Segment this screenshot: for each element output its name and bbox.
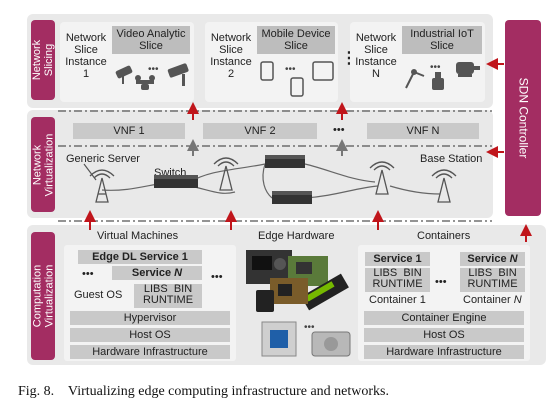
generic-server-label: Generic Server [66,153,140,165]
vnf-1: VNF 1 [73,123,185,139]
cell-tower-icon-2 [369,161,395,195]
container-1-label: Container 1 [369,294,426,306]
edge-hardware-label: Edge Hardware [258,230,335,242]
vnf-ellipsis: ••• [333,124,345,136]
cpu-chip-icon [261,321,297,357]
cctv-camera-icon [115,65,133,84]
slice-title-industrial-iot: Industrial IoT Slice [402,26,482,54]
gpu-card-icon [301,273,349,311]
base-station-label: Base Station [420,153,483,165]
hypervisor-box: Hypervisor [70,311,230,325]
sdn-controller-band: SDN Controller [505,20,541,216]
industrial-iot-icons: ••• [405,62,480,90]
container-engine-box: Container Engine [364,311,524,325]
container-host-os-box: Host OS [364,328,524,342]
usb-accelerator-icon [256,290,274,312]
hardware-ellipsis: ••• [304,322,315,333]
surveillance-camera-icon [167,63,189,86]
slice1-ellipsis: ••• [148,64,159,75]
slice-instance-2-label: Network Slice Instance 2 [210,32,252,80]
network-slicing-band: Network Slicing [31,20,55,100]
switch-icon [154,175,198,188]
vm-host-os-box: Host OS [70,328,230,342]
container-hardware-box: Hardware Infrastructure [364,345,524,359]
svg-text:•••: ••• [285,64,296,75]
phone-icon [260,61,274,81]
vm-service-1: Edge DL Service 1 [78,250,202,264]
fpga-board-icon [270,278,308,304]
container-service-n: Service N [460,252,525,266]
network-virtualization-band: Network Virtualization [31,117,55,212]
figure-caption: Fig. 8. Virtualizing edge computing infr… [18,384,389,399]
robot-arm-icon [405,69,425,89]
phone-icon-2 [290,77,304,97]
slice-title-video-analytic: Video Analytic Slice [112,26,190,54]
guest-os-label: Guest OS [74,289,123,301]
slice-title-mobile-device: Mobile Device Slice [257,26,335,54]
robot-icon [432,72,444,90]
motor-icon [456,62,480,77]
base-station-tower-icon [431,169,457,203]
drone-icon [135,75,155,90]
mobile-device-icons: ••• [260,61,334,97]
edge-hardware-collage: ••• [246,250,351,357]
cell-tower-icon [213,157,239,191]
router-icon-2 [272,191,312,204]
containers-ellipsis: ••• [435,276,447,288]
vm-service-ellipsis: ••• [82,268,94,280]
video-camera-icons: ••• [115,63,189,90]
tablet-icon [312,61,334,81]
vnf-n: VNF N [367,123,479,139]
svg-text:•••: ••• [430,62,441,73]
container-n-label: Container N [463,294,522,306]
slice-mobile-device: Network Slice Instance 2 Mobile Device S… [205,22,338,102]
container-service-1: Service 1 [365,252,430,266]
computation-virtualization-band: Computation Virtualization [31,232,55,360]
slice-industrial-iot: Network Slice Instance N Industrial IoT … [350,22,485,102]
ssd-drive-icon [311,331,351,357]
slice-instance-n-label: Network Slice Instance N [355,32,397,80]
vnf-2: VNF 2 [203,123,317,139]
vm-service-n: Service N [112,266,202,280]
vm-stack-ellipsis: ••• [211,271,223,283]
network-topology [83,155,457,204]
slice-instance-1-label: Network Slice Instance 1 [65,32,107,80]
containers-label: Containers [417,230,471,242]
vm-hardware-box: Hardware Infrastructure [70,345,230,359]
router-icon-1 [265,155,305,168]
slice-video-analytic: Network Slice Instance 1 Video Analytic … [60,22,194,102]
virtual-machines-label: Virtual Machines [97,230,179,242]
